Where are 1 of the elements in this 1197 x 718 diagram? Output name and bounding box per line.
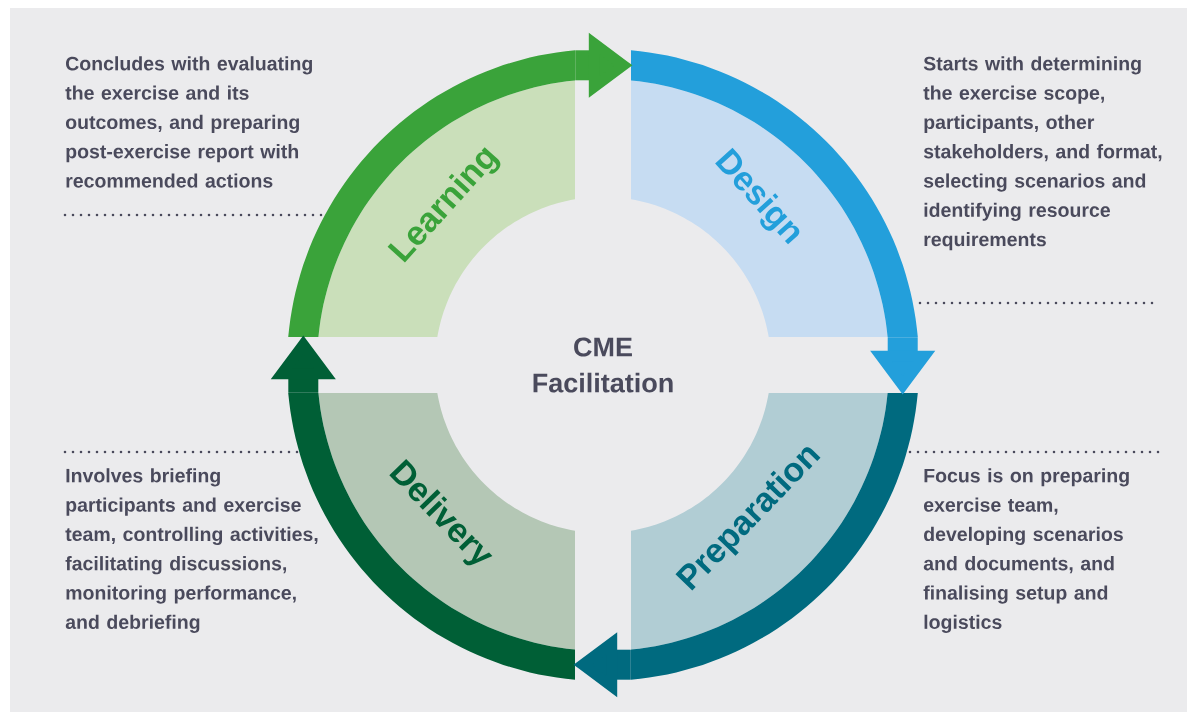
center-title: CME Facilitation [533, 337, 673, 393]
